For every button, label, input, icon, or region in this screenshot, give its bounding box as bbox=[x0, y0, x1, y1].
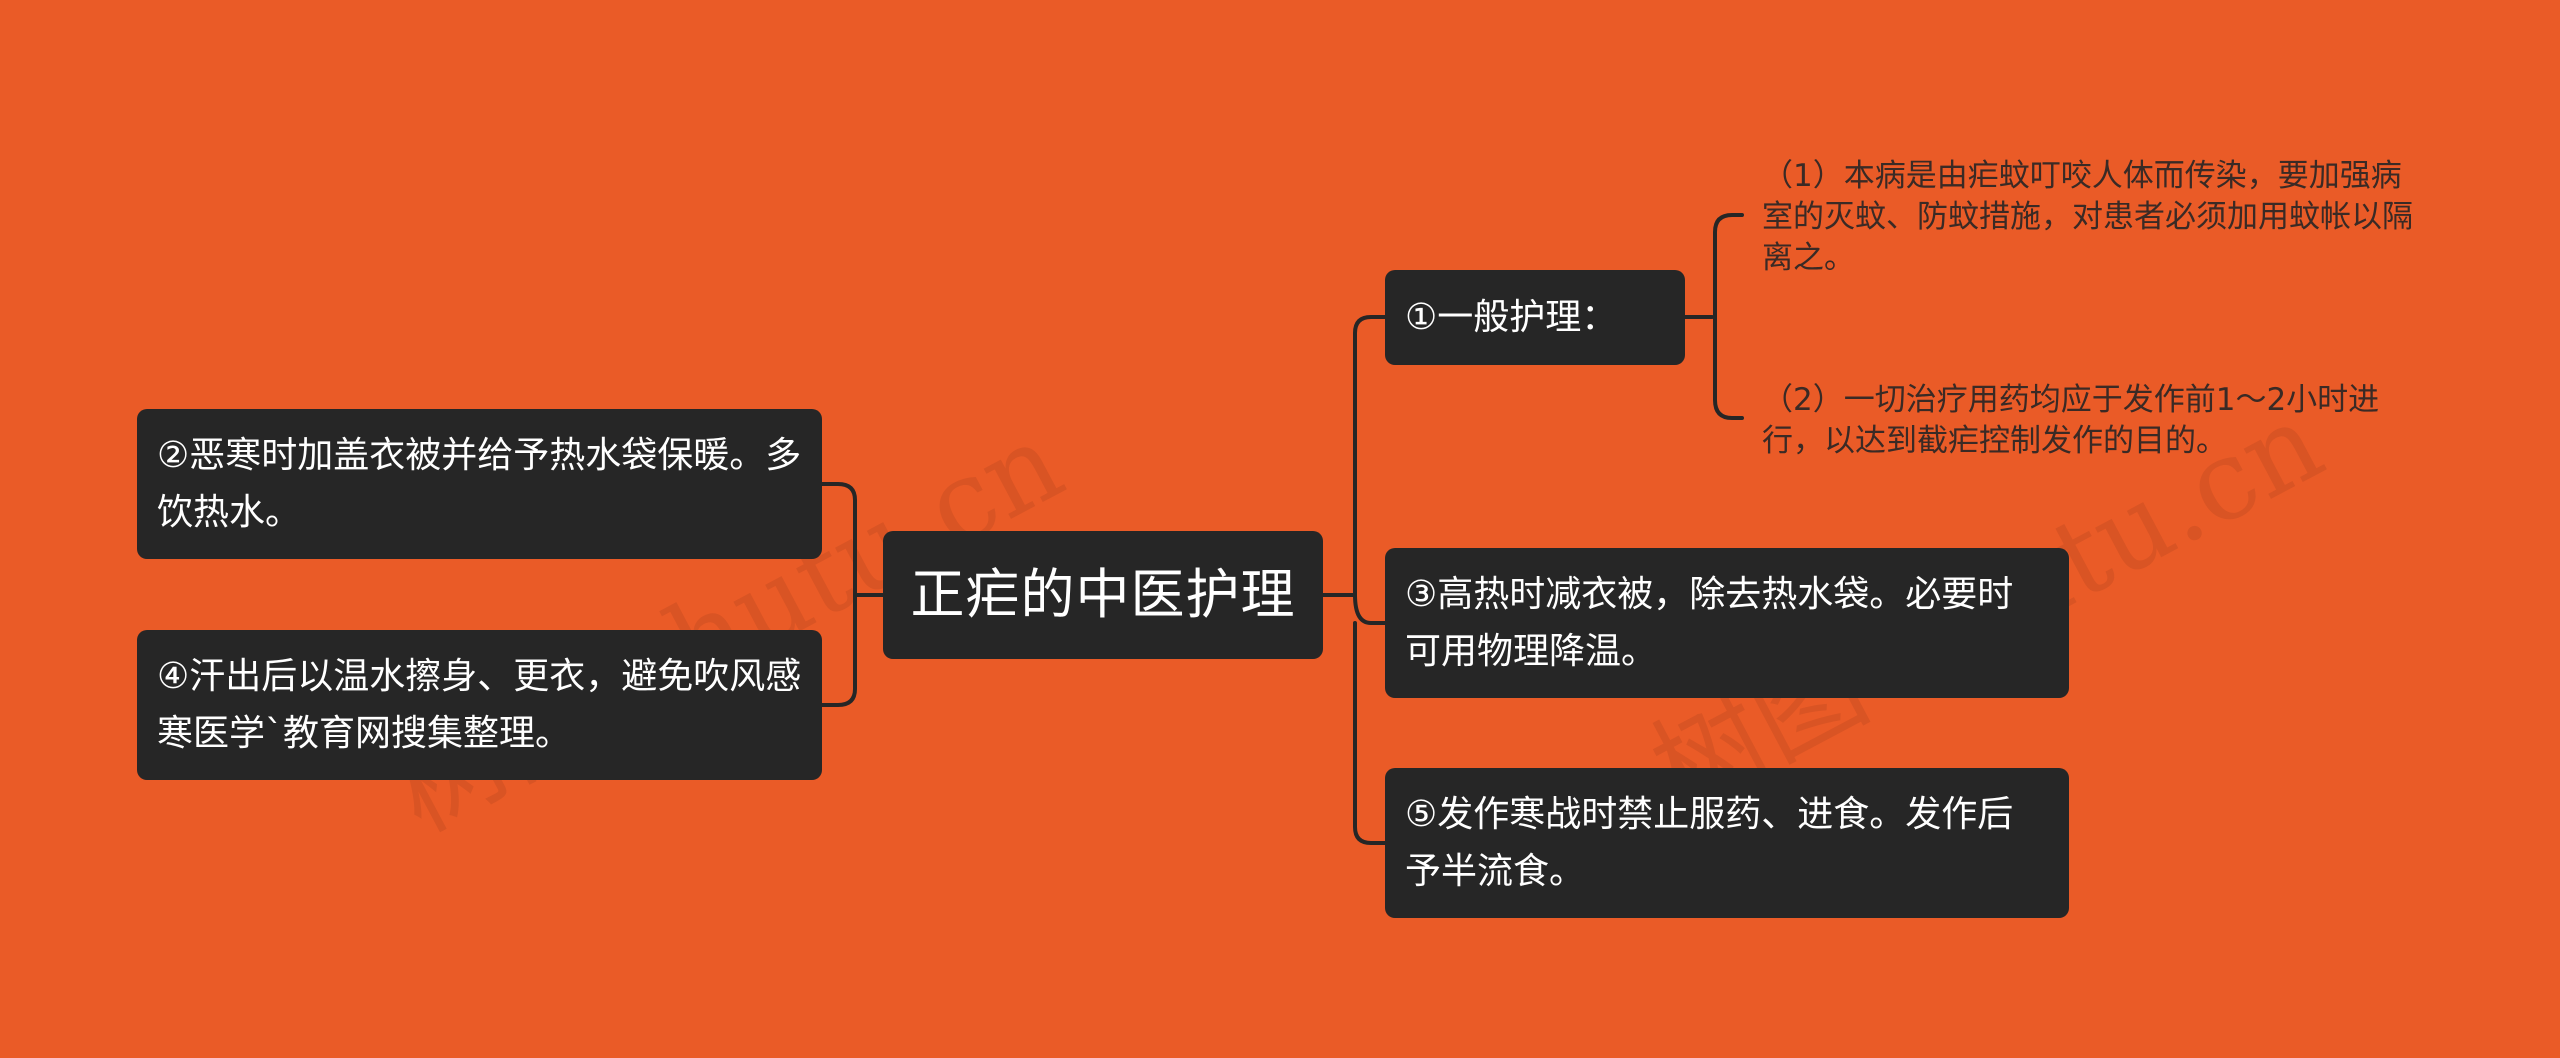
branch-node-label: ①一般护理： bbox=[1405, 297, 1618, 338]
branch-node-attack[interactable]: ⑤发作寒战时禁止服药、进食。发作后予半流食。 bbox=[1385, 768, 2069, 918]
leaf-node-label: （1）本病是由疟蚊叮咬人体而传染，要加强病室的灭蚊、防蚊措施，对患者必须加用蚊帐… bbox=[1762, 158, 2413, 276]
leaf-node-medication-timing[interactable]: （2）一切治疗用药均应于发作前1～2小时进行，以达到截疟控制发作的目的。 bbox=[1762, 380, 2422, 462]
branch-node-high-fever[interactable]: ③高热时减衣被，除去热水袋。必要时可用物理降温。 bbox=[1385, 548, 2069, 698]
root-node[interactable]: 正疟的中医护理 bbox=[883, 531, 1323, 659]
branch-node-label: ⑤发作寒战时禁止服药、进食。发作后予半流食。 bbox=[1405, 794, 2014, 892]
branch-node-sweating[interactable]: ④汗出后以温水擦身、更衣，避免吹风感寒医学`教育网搜集整理。 bbox=[137, 630, 822, 780]
leaf-node-label: （2）一切治疗用药均应于发作前1～2小时进行，以达到截疟控制发作的目的。 bbox=[1762, 382, 2380, 459]
branch-node-label: ③高热时减衣被，除去热水袋。必要时可用物理降温。 bbox=[1405, 574, 2014, 672]
branch-node-chills[interactable]: ②恶寒时加盖衣被并给予热水袋保暖。多饮热水。 bbox=[137, 409, 822, 559]
branch-node-general-care[interactable]: ①一般护理： bbox=[1385, 270, 1685, 365]
connector-right-r3 bbox=[1350, 593, 1387, 625]
connector-right-r1 bbox=[1353, 315, 1387, 597]
connector-right-r5 bbox=[1353, 621, 1387, 845]
branch-node-label: ④汗出后以温水擦身、更衣，避免吹风感寒医学`教育网搜集整理。 bbox=[157, 656, 802, 754]
leaf-node-mosquito-control[interactable]: （1）本病是由疟蚊叮咬人体而传染，要加强病室的灭蚊、防蚊措施，对患者必须加用蚊帐… bbox=[1762, 156, 2422, 279]
root-node-label: 正疟的中医护理 bbox=[910, 563, 1296, 626]
connector-leaf-bracket bbox=[1713, 213, 1744, 420]
connector-left-bracket bbox=[820, 482, 857, 707]
branch-node-label: ②恶寒时加盖衣被并给予热水袋保暖。多饮热水。 bbox=[157, 435, 802, 533]
